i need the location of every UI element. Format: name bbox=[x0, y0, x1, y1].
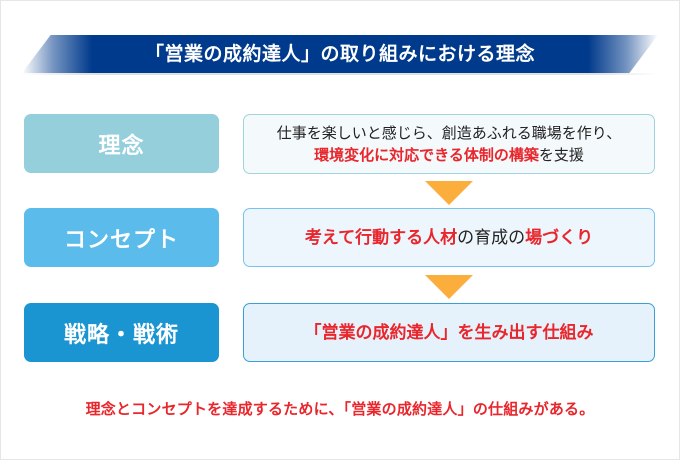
content-concept: 考えて行動する人材の育成の場づくり bbox=[243, 208, 655, 267]
page-title: 「営業の成約達人」の取り組みにおける理念 bbox=[144, 43, 535, 65]
content-rinen: 仕事を楽しいと感じら、創造あふれる職場を作り、 環境変化に対応できる体制の構築を… bbox=[243, 114, 655, 174]
strategy-line: 「営業の成約達人」を生み出す仕組み bbox=[304, 322, 594, 343]
rinen-line-2: 環境変化に対応できる体制の構築を支援 bbox=[314, 144, 584, 166]
label-concept-text: コンセプト bbox=[63, 227, 179, 253]
content-strategy: 「営業の成約達人」を生み出す仕組み bbox=[243, 303, 655, 362]
concept-highlight-1: 考えて行動する人材 bbox=[304, 227, 458, 248]
title-banner-shadow bbox=[22, 73, 658, 75]
concept-highlight-2: 場づくり bbox=[525, 227, 594, 248]
concept-line: 考えて行動する人材の育成の場づくり bbox=[305, 227, 593, 249]
down-arrow-icon bbox=[425, 181, 473, 205]
rinen-line-1: 仕事を楽しいと感じら、創造あふれる職場を作り、 bbox=[276, 124, 622, 142]
label-rinen: 理念 bbox=[24, 114, 219, 173]
label-rinen-text: 理念 bbox=[98, 133, 145, 159]
rinen-highlight: 環境変化に対応できる体制の構築 bbox=[314, 146, 539, 164]
rinen-line-2-rest: を支援 bbox=[538, 146, 584, 164]
label-strategy-text: 戦略・戦術 bbox=[63, 322, 179, 348]
summary-text: 理念とコンセプトを達成するために、「営業の成約達人」の仕組みがある。 bbox=[85, 400, 595, 418]
title-banner bbox=[22, 35, 658, 73]
label-strategy: 戦略・戦術 bbox=[24, 303, 219, 362]
down-arrow-icon bbox=[425, 275, 473, 299]
label-concept: コンセプト bbox=[24, 208, 219, 267]
concept-middle: の育成の bbox=[457, 227, 526, 248]
